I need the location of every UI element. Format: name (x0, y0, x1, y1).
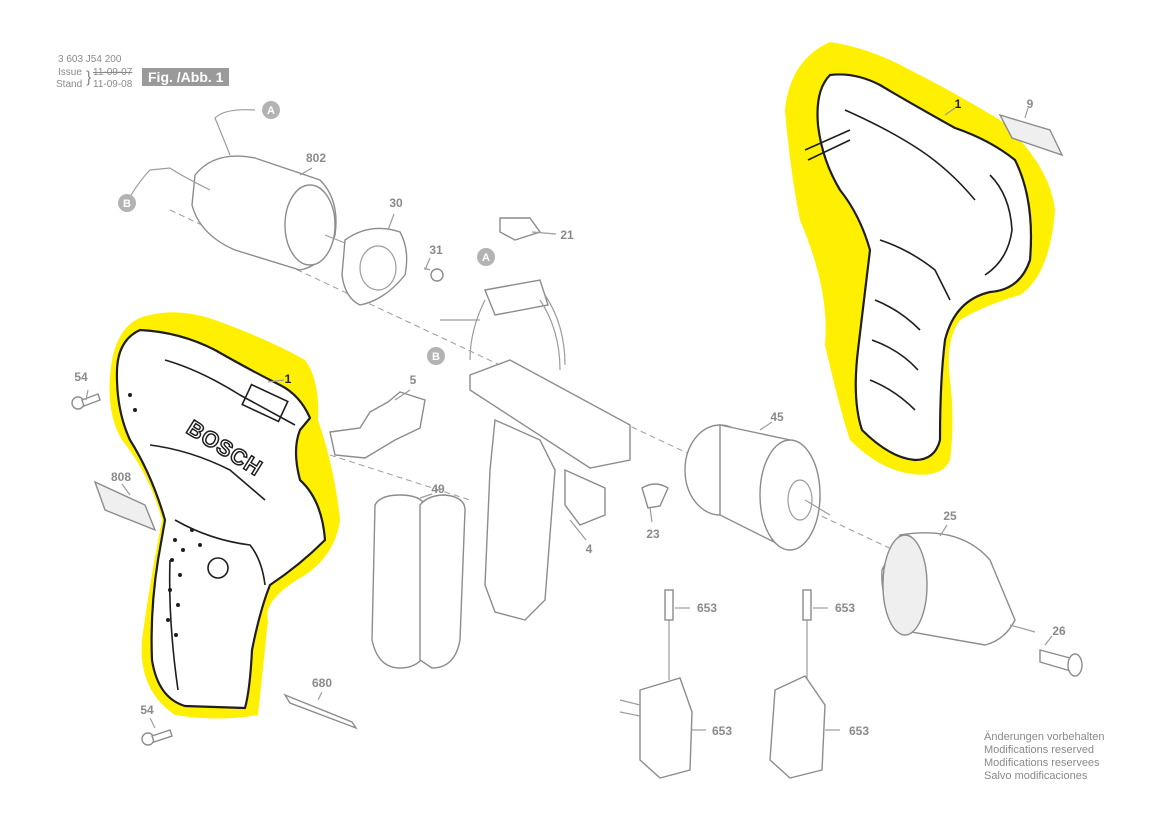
switch-wires (539, 294, 566, 371)
callout-a-top-label: A (267, 105, 275, 117)
callout-b-mid-label: B (432, 351, 440, 363)
switch-cap-part (499, 217, 542, 241)
circuit-board (469, 359, 631, 469)
right-housing-shell (816, 73, 1033, 462)
gear-plate-part (341, 227, 408, 306)
part-label-802: 802 (306, 151, 326, 165)
stand-date: 11-09-08 (93, 79, 133, 90)
screw-26-part (1039, 649, 1083, 677)
charger-right-part (769, 589, 826, 779)
callout-b-mid-circle (427, 347, 445, 365)
issue-label: Issue (58, 67, 82, 78)
part-label-1-right: 1 (955, 97, 962, 111)
left-housing-detail (168, 559, 179, 691)
part-label-808: 808 (111, 470, 131, 484)
nameplate-808-part (93, 480, 157, 532)
motor-part (127, 109, 351, 271)
charger-left-part (619, 589, 693, 779)
bracket-glyph: } (86, 69, 92, 86)
left-housing-logo-mark (207, 557, 229, 579)
callout-a-mid: A (477, 248, 495, 266)
note-line-en: Modifications reserved (984, 744, 1095, 756)
stand-label: Stand (56, 79, 83, 90)
right-housing-ribs (869, 299, 921, 411)
left-housing-detail (174, 519, 266, 586)
part-label-23: 23 (646, 527, 660, 541)
left-housing-shell (115, 328, 327, 710)
part-label-653-c: 653 (712, 724, 732, 738)
motor-wire-a (214, 109, 256, 156)
bit-680-part (283, 693, 358, 730)
screw-54-top-part (71, 393, 101, 410)
slide-switch-part (329, 391, 426, 459)
note-line-es: Salvo modificaciones (984, 770, 1088, 782)
right-housing-chuck-seat (984, 174, 1013, 276)
motor-wire-b (127, 167, 211, 201)
callout-b-left-circle (118, 194, 136, 212)
note-line-de: Änderungen vorbehalten (984, 731, 1105, 743)
switch-module (484, 279, 549, 316)
gear-plate-hole (359, 245, 397, 291)
part-label-26: 26 (1052, 624, 1066, 638)
switch-board-part (440, 279, 631, 469)
part-label-653-a: 653 (697, 601, 717, 615)
right-housing-detail (844, 109, 976, 201)
part-label-49: 49 (431, 482, 445, 496)
modifications-note: Änderungen vorbehalten Modifications res… (984, 731, 1104, 783)
handle-insert-part (484, 418, 606, 621)
board-wires (440, 299, 486, 361)
trigger-part (564, 468, 606, 526)
callout-a-top: A (262, 101, 280, 119)
lever-part (641, 483, 669, 509)
callout-b-left: B (118, 194, 136, 212)
part-label-31: 31 (429, 243, 443, 257)
left-housing-detail (164, 359, 296, 426)
nameplate-9-part (998, 113, 1064, 157)
left-housing-detail (149, 444, 266, 501)
callout-b-left-label: B (123, 198, 131, 210)
part-label-680: 680 (312, 676, 332, 690)
part-label-54-bottom: 54 (140, 703, 154, 717)
gearbox-part (684, 424, 831, 551)
part-label-45: 45 (770, 410, 784, 424)
screw-54-bottom-part (141, 729, 173, 746)
note-line-fr: Modifications reservees (984, 757, 1100, 769)
part-label-653-d: 653 (849, 724, 869, 738)
issue-date: 11-09-07 (93, 67, 133, 78)
battery-part (371, 494, 466, 669)
chuck-part (881, 532, 1036, 646)
part-label-9: 9 (1027, 97, 1034, 111)
leader-lines (85, 107, 1053, 731)
part-label-25: 25 (943, 509, 957, 523)
callout-a-mid-label: A (482, 252, 490, 264)
part-label-1-left: 1 (285, 372, 292, 386)
part-label-21: 21 (560, 228, 574, 242)
assembly-axis-line (169, 209, 1001, 601)
screw-31-part (423, 267, 444, 282)
assembly-axis-line-2 (329, 454, 471, 501)
left-housing-group: BOSCH (109, 312, 341, 719)
figure-label: Fig. /Abb. 1 (142, 68, 230, 86)
motor-endcap (284, 184, 336, 266)
right-housing-pin (804, 129, 851, 161)
part-label-653-b: 653 (835, 601, 855, 615)
callout-a-top-circle (262, 101, 280, 119)
part-label-4: 4 (586, 542, 593, 556)
document-number: 3 603 J54 200 (58, 54, 122, 65)
right-housing-detail (879, 239, 951, 301)
part-label-30: 30 (389, 196, 403, 210)
part-label-54-top: 54 (74, 370, 88, 384)
left-housing-switch-slot (241, 383, 289, 423)
callout-a-mid-circle (477, 248, 495, 266)
part-label-5: 5 (410, 373, 417, 387)
right-housing-group (785, 42, 1055, 475)
callout-b-mid: B (427, 347, 445, 365)
